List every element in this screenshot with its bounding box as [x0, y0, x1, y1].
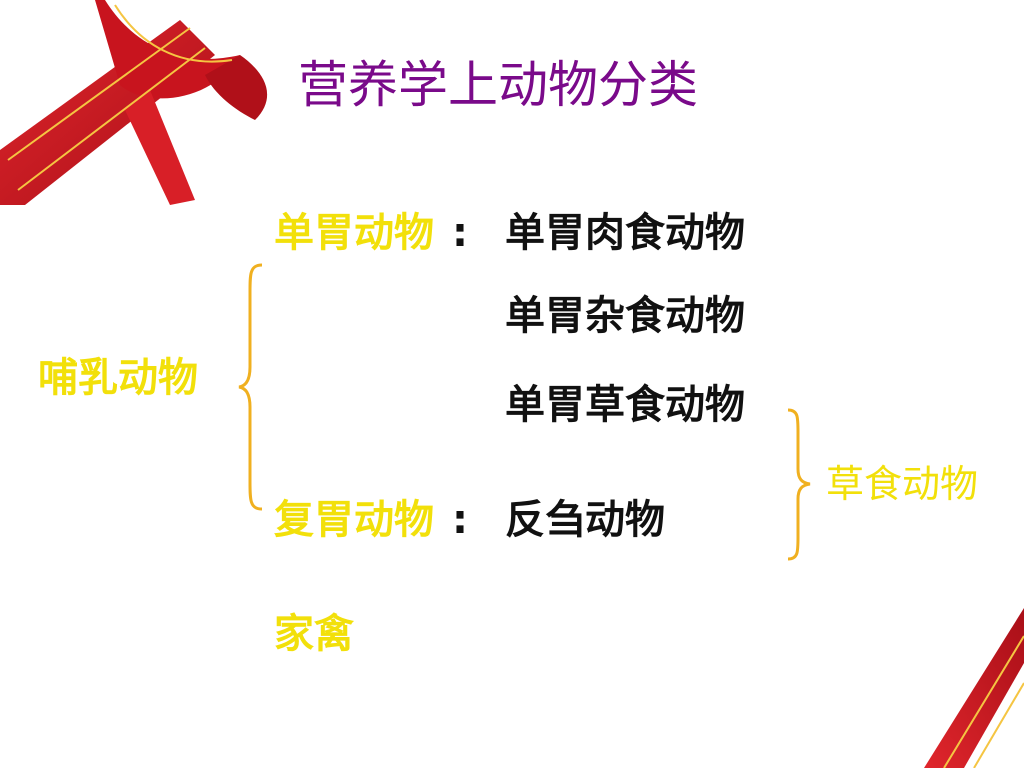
monogastric-label: 单胃动物 [274, 210, 434, 256]
page-title: 营养学上动物分类 [298, 56, 698, 114]
compound-stomach-label: 复胃动物 [274, 497, 434, 543]
mammal-label: 哺乳动物 [38, 355, 198, 401]
monogastric-herbivore: 单胃草食动物 [505, 382, 745, 428]
ribbon-decoration-bottom-right [924, 608, 1024, 768]
compound-stomach-colon: : [452, 497, 468, 543]
monogastric-colon: : [452, 210, 468, 256]
ribbon-decoration-top-left [0, 0, 268, 205]
right-brace [787, 408, 811, 561]
monogastric-carnivore: 单胃肉食动物 [505, 210, 745, 256]
monogastric-omnivore: 单胃杂食动物 [505, 293, 745, 339]
poultry-label: 家禽 [274, 611, 354, 657]
left-brace [238, 263, 263, 511]
ruminant-item: 反刍动物 [505, 497, 665, 543]
herbivore-label: 草食动物 [826, 462, 979, 506]
